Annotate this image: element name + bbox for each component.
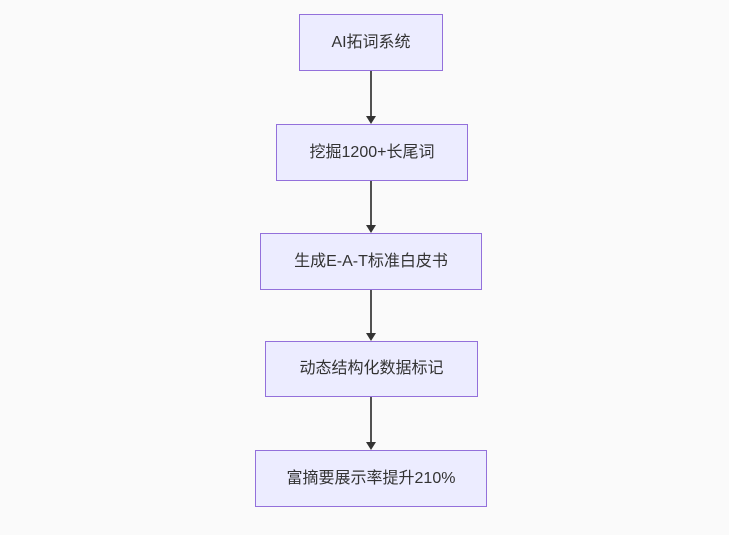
flow-node-label: 富摘要展示率提升210% [286, 469, 456, 487]
flow-edge-2 [366, 181, 376, 233]
flow-node-label: 动态结构化数据标记 [299, 360, 444, 378]
edge-line [370, 71, 372, 116]
arrow-down-icon [366, 442, 376, 450]
arrow-down-icon [366, 333, 376, 341]
flow-node-label: AI拓词系统 [331, 33, 411, 51]
arrow-down-icon [366, 116, 376, 124]
flow-node-label: 挖掘1200+长尾词 [309, 143, 435, 161]
flow-edge-3 [366, 290, 376, 341]
edge-line [370, 181, 372, 225]
flow-node-eat-whitepaper: 生成E-A-T标准白皮书 [260, 233, 482, 290]
flow-edge-1 [366, 71, 376, 124]
arrow-down-icon [366, 225, 376, 233]
edge-line [370, 397, 372, 442]
flow-node-structured-data-markup: 动态结构化数据标记 [265, 341, 478, 397]
flow-node-longtail-mining: 挖掘1200+长尾词 [276, 124, 468, 181]
edge-line [370, 290, 372, 333]
flow-node-rich-snippet-result: 富摘要展示率提升210% [255, 450, 487, 507]
flow-node-label: 生成E-A-T标准白皮书 [294, 252, 448, 270]
flow-edge-4 [366, 397, 376, 450]
flow-node-ai-keyword-system: AI拓词系统 [299, 14, 443, 71]
